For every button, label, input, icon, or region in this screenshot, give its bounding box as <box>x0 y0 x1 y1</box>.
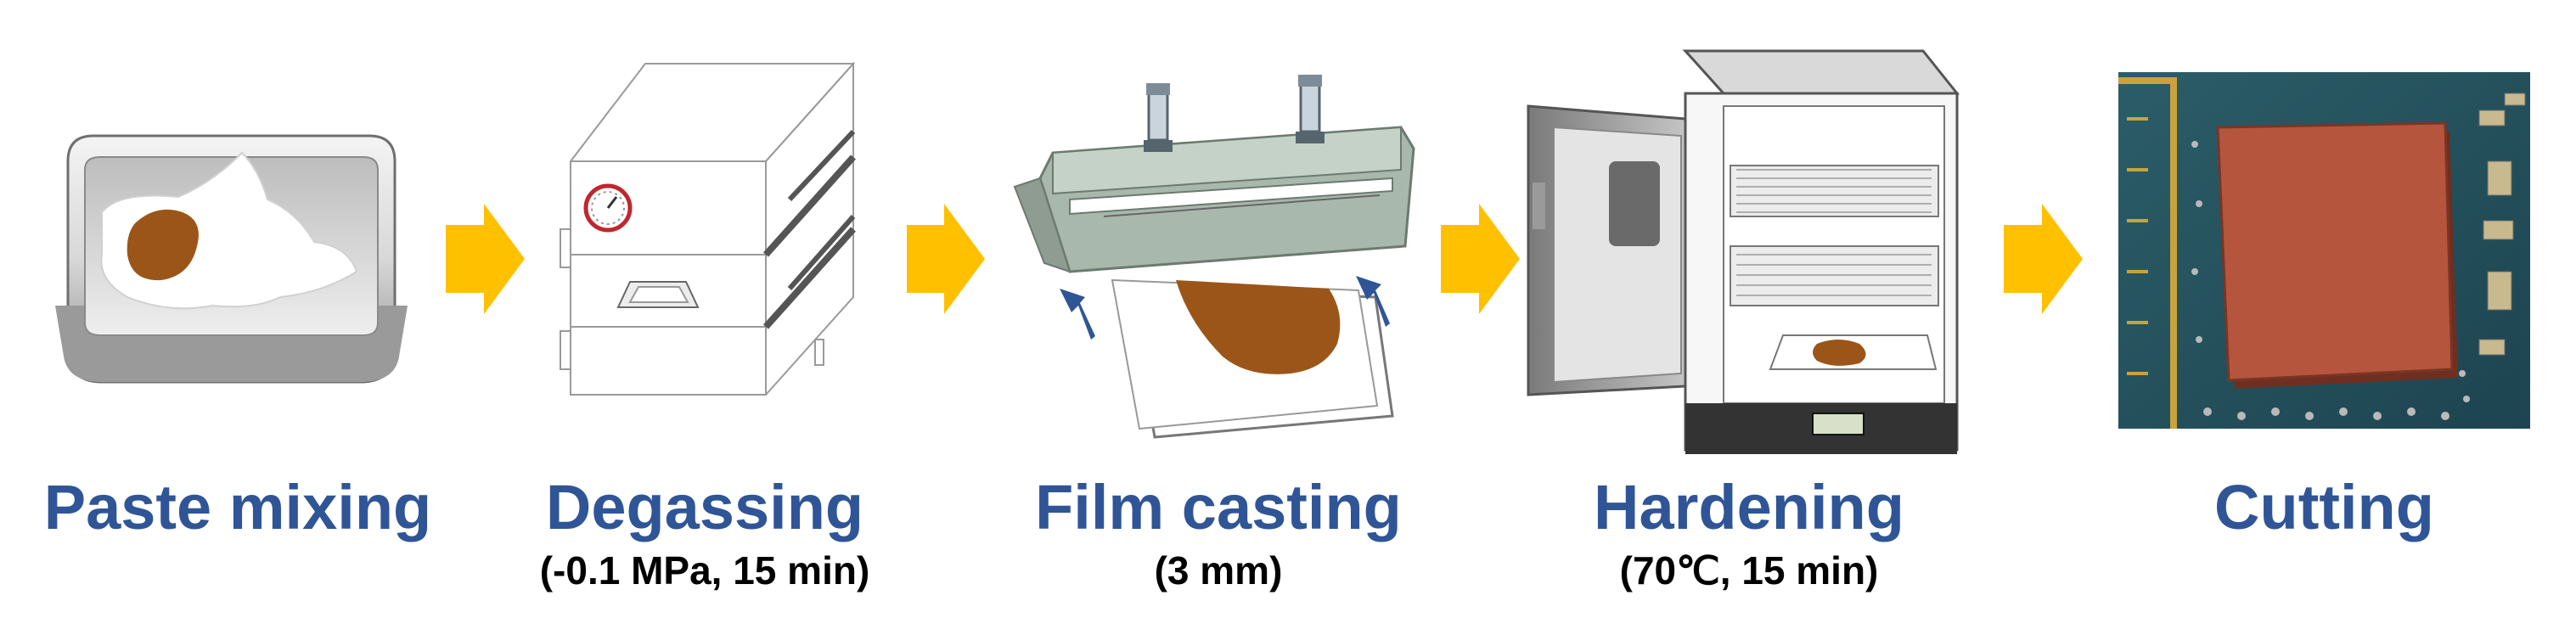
mixing-tray-illustration <box>55 134 408 384</box>
step-condition-degassing: (-0.1 MPa, 15 min) <box>539 548 870 592</box>
micrometer-knob-icon <box>1296 75 1325 143</box>
arrow-icon <box>1441 204 1520 314</box>
step-title-cutting: Cutting <box>2214 472 2434 542</box>
film-applicator-illustration <box>1013 126 1415 439</box>
oven-illustration <box>1527 49 1960 454</box>
step-title-hardening: Hardening <box>1594 472 1904 542</box>
arrow-icon <box>907 204 985 314</box>
step-condition-film-casting: (3 mm) <box>1154 548 1283 592</box>
arrow-icon <box>446 204 525 314</box>
step-condition-hardening: (70℃, 15 min) <box>1619 548 1879 592</box>
step-title-degassing: Degassing <box>545 472 864 542</box>
cut-sample-on-board-image <box>2118 72 2530 429</box>
step-title-film-casting: Film casting <box>1035 472 1402 542</box>
micrometer-knob-icon <box>1144 83 1173 152</box>
step-title-paste-mixing: Paste mixing <box>43 472 432 542</box>
push-direction-arrow-icon <box>1060 276 1390 340</box>
arrow-icon <box>2004 204 2083 314</box>
pressure-gauge-icon <box>583 183 633 233</box>
